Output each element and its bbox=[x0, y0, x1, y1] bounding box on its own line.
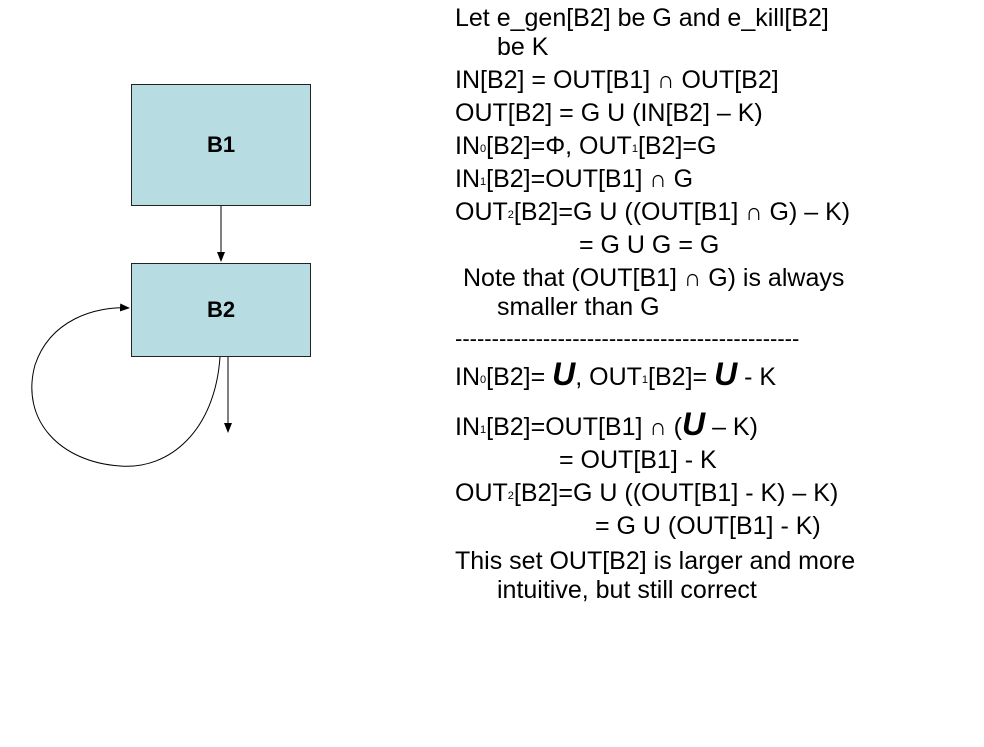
text-line: IN0[B2]= U, OUT1[B2]= U - K bbox=[455, 358, 980, 394]
text-span: G bbox=[666, 165, 694, 193]
text-line: = G U (OUT[B1] - K) bbox=[455, 512, 980, 541]
superscript: 0 bbox=[480, 143, 487, 155]
text-span: intuitive, but still correct bbox=[497, 576, 757, 604]
block-b2: B2 bbox=[131, 263, 311, 357]
flow-graph-edges bbox=[31, 206, 232, 467]
text-line: IN[B2] = OUT[B1] ∩ OUT[B2] bbox=[455, 66, 980, 95]
separator-line: ----------------------------------------… bbox=[455, 324, 980, 350]
superscript: 1 bbox=[631, 143, 638, 155]
text-span: = OUT[B1] - K bbox=[559, 446, 717, 474]
text-span: be K bbox=[497, 33, 549, 61]
text-span: [B2]=G U ((OUT[B1] bbox=[513, 198, 746, 226]
universal-set-symbol: U bbox=[552, 356, 576, 392]
text-line: IN0[B2]=Φ, OUT1[B2]=G bbox=[455, 132, 980, 161]
text-line: This set OUT[B2] is larger and more bbox=[455, 547, 980, 576]
text-span: ( bbox=[666, 413, 683, 441]
equations-text: Let e_gen[B2] be G and e_kill[B2] be K I… bbox=[455, 4, 980, 605]
text-span: This set OUT[B2] is larger and more bbox=[455, 547, 856, 575]
text-span: [B2]=Φ, OUT bbox=[486, 132, 632, 160]
text-span: Note that (OUT[B1] bbox=[463, 264, 684, 292]
text-span: OUT[B2] = G U (IN[B2] – K) bbox=[455, 99, 763, 127]
superscript: 1 bbox=[480, 176, 487, 188]
text-line: IN1[B2]=OUT[B1] ∩ G bbox=[455, 165, 980, 194]
text-line: IN1[B2]=OUT[B1] ∩ (U – K) bbox=[455, 408, 980, 444]
text-span: [B2]= bbox=[648, 363, 715, 391]
text-span: IN bbox=[455, 413, 480, 441]
text-span: IN bbox=[455, 165, 480, 193]
text-span: , OUT bbox=[575, 363, 642, 391]
superscript: 2 bbox=[507, 490, 514, 502]
text-span: Let e_gen[B2] be G and e_kill[B2] bbox=[455, 4, 829, 32]
text-span: G) – K) bbox=[762, 198, 851, 226]
text-line: Note that (OUT[B1] ∩ G) is always bbox=[455, 264, 980, 293]
text-span: - K bbox=[737, 363, 777, 391]
universal-set-symbol: U bbox=[714, 356, 738, 392]
self-loop-b2 bbox=[31, 303, 221, 467]
text-line: intuitive, but still correct bbox=[455, 576, 980, 605]
text-span: [B2]=G bbox=[637, 132, 717, 160]
text-span: OUT bbox=[455, 479, 508, 507]
flow-graph: B1 B2 bbox=[0, 0, 440, 747]
text-span: = G U G = G bbox=[579, 231, 720, 259]
text-line: Let e_gen[B2] be G and e_kill[B2] bbox=[455, 4, 980, 33]
text-span: – K) bbox=[705, 413, 758, 441]
separator-dashes: ----------------------------------------… bbox=[455, 326, 800, 350]
text-line: = G U G = G bbox=[455, 231, 980, 260]
intersection-symbol: ∩ bbox=[649, 166, 667, 193]
text-span: OUT[B2] bbox=[674, 66, 779, 94]
text-span: IN[B2] = OUT[B1] bbox=[455, 66, 658, 94]
intersection-symbol: ∩ bbox=[745, 199, 763, 226]
text-line: smaller than G bbox=[455, 293, 980, 322]
text-span: [B2]=OUT[B1] bbox=[486, 165, 650, 193]
intersection-symbol: ∩ bbox=[657, 67, 675, 94]
text-span: [B2]=OUT[B1] bbox=[486, 413, 650, 441]
text-span: = G U (OUT[B1] - K) bbox=[595, 512, 821, 540]
superscript: 1 bbox=[641, 374, 649, 386]
intersection-symbol: ∩ bbox=[683, 265, 702, 292]
text-span: IN bbox=[455, 132, 480, 160]
text-line: be K bbox=[455, 33, 980, 62]
universal-set-symbol: U bbox=[682, 406, 706, 442]
superscript: 2 bbox=[507, 209, 514, 221]
text-span: IN bbox=[455, 363, 480, 391]
block-b1: B1 bbox=[131, 84, 311, 206]
text-line: OUT2[B2]=G U ((OUT[B1] - K) – K) bbox=[455, 479, 980, 508]
text-span: G) is always bbox=[701, 264, 845, 292]
text-line: = OUT[B1] - K bbox=[455, 446, 980, 475]
superscript: 0 bbox=[480, 374, 487, 386]
text-line: OUT[B2] = G U (IN[B2] – K) bbox=[455, 99, 980, 128]
text-line: OUT2[B2]=G U ((OUT[B1] ∩ G) – K) bbox=[455, 198, 980, 227]
text-span: [B2]= bbox=[486, 363, 553, 391]
superscript: 1 bbox=[480, 424, 487, 436]
text-span: smaller than G bbox=[497, 293, 660, 321]
text-span: OUT bbox=[455, 198, 508, 226]
intersection-symbol: ∩ bbox=[649, 414, 667, 441]
text-span: [B2]=G U ((OUT[B1] - K) – K) bbox=[513, 479, 839, 507]
